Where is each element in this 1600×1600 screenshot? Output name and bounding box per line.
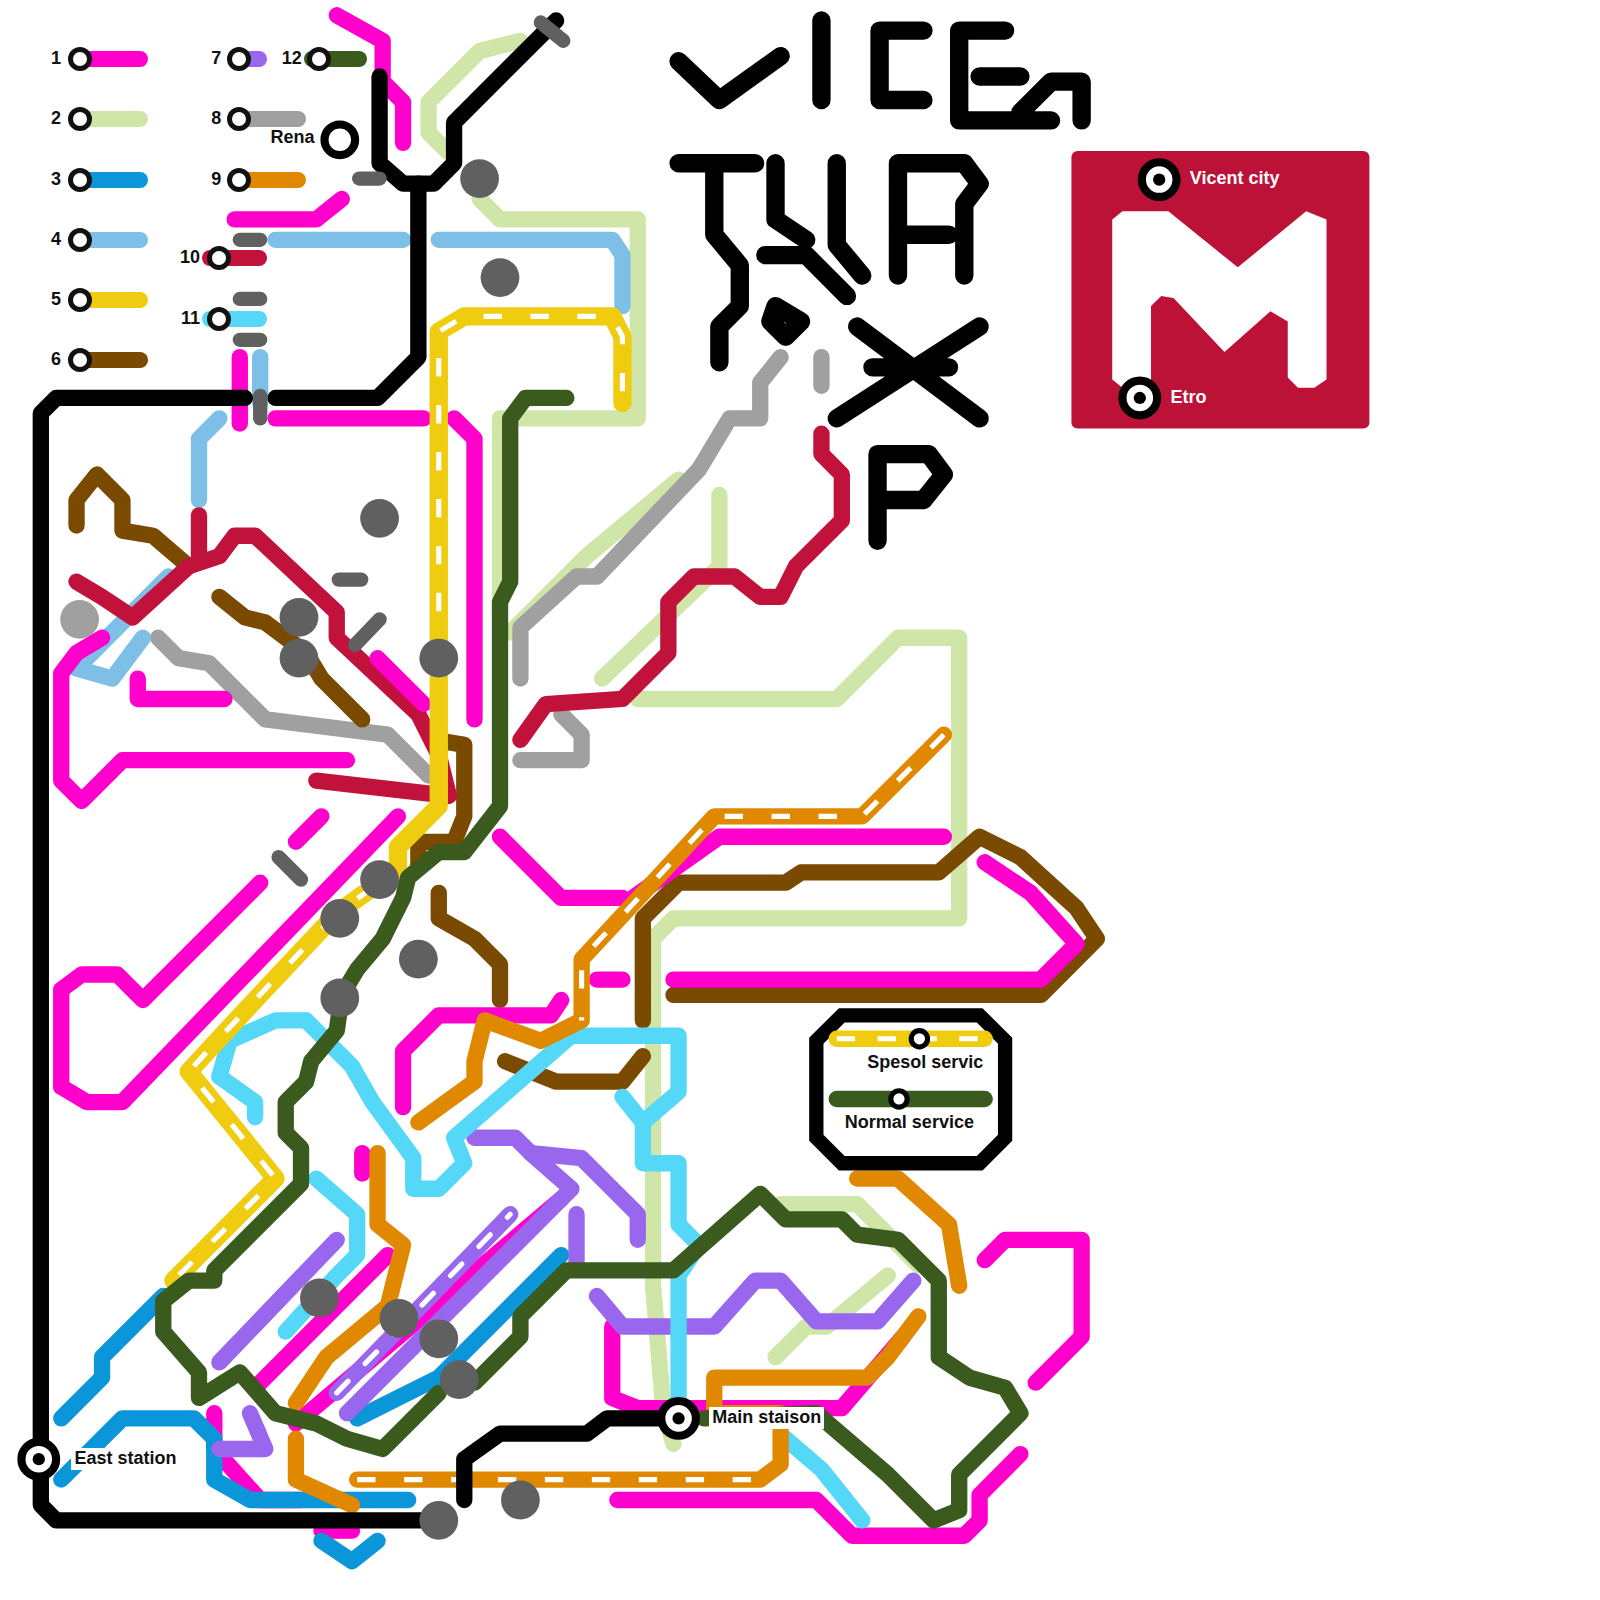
legend-text: Normal service — [843, 1113, 976, 1133]
legend-text: 3 — [51, 170, 61, 190]
legend-text: 4 — [51, 230, 61, 250]
station-label: Main staison — [709, 1407, 824, 1429]
legend-text: 6 — [51, 350, 61, 370]
legend-text: 7 — [211, 49, 221, 69]
legend-station-ring — [227, 107, 251, 131]
station-label: Rena — [270, 128, 314, 148]
legend-station-ring — [68, 228, 92, 252]
legend-text: 5 — [51, 290, 61, 310]
station-label: Etro — [1170, 388, 1206, 408]
legend-station-ring — [68, 288, 92, 312]
legend-station-ring — [68, 107, 92, 131]
legend-text: 11 — [181, 309, 200, 329]
legend-station-ring — [68, 47, 92, 71]
station-label: East station — [71, 1448, 179, 1470]
legend-text: 10 — [180, 248, 200, 268]
legend-station-ring — [307, 47, 331, 71]
legend-station-ring — [227, 47, 251, 71]
legend-station-ring — [207, 307, 231, 331]
legend-station-ring — [68, 348, 92, 372]
legend-station-ring — [227, 168, 251, 192]
legend-text: 2 — [51, 109, 61, 129]
legend-text: 8 — [211, 109, 221, 129]
legend-station-ring — [207, 246, 231, 270]
legend-station-ring — [68, 168, 92, 192]
legend-text: 12 — [282, 49, 302, 69]
legend-text: 1 — [51, 49, 61, 69]
legend-text: Spesol servic — [865, 1053, 985, 1073]
legend-text: 9 — [211, 170, 221, 190]
station-label: Vicent city — [1190, 169, 1280, 189]
